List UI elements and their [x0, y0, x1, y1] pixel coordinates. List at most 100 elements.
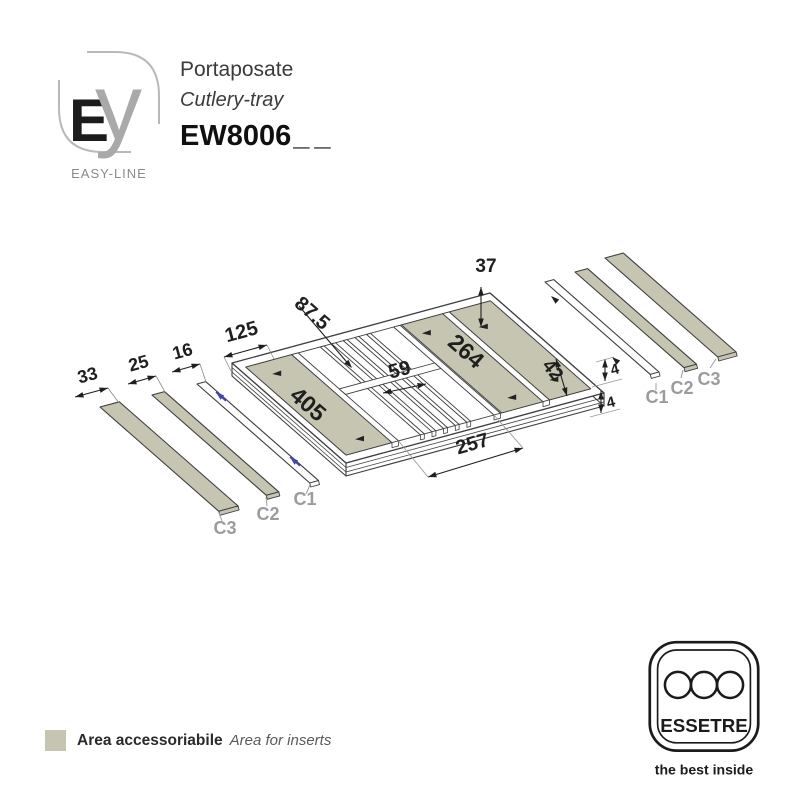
- legend: Area accessoriabile Area for inserts: [45, 730, 331, 751]
- grain-mark: [421, 329, 431, 336]
- insert-strip-c2-left: [151, 391, 280, 496]
- dim-label-c2_right: C2: [670, 378, 693, 398]
- grain-mark: [507, 394, 517, 400]
- essetre-inner-frame: [656, 649, 752, 744]
- logo-frame-arc-bottom-left: [58, 80, 131, 153]
- label-leader: [305, 484, 311, 495]
- divider-front-edge: [493, 412, 501, 421]
- dim-875-arrow: [344, 359, 352, 368]
- insert-strip-c2-left-edge: [265, 491, 281, 500]
- dim-label-d25: 25: [126, 351, 151, 376]
- dim-4a-arrow: [602, 372, 608, 381]
- ext-line: [266, 344, 275, 360]
- dim-42-arrow: [555, 359, 562, 368]
- divider-front-edge: [542, 399, 550, 408]
- grain-mark: [355, 435, 364, 442]
- insert-strip-c1-left-edge: [309, 480, 320, 488]
- title-block: Portaposate Cutlery-tray EW8006__: [180, 58, 336, 153]
- dim-257-arrow: [514, 447, 523, 454]
- label-leader: [709, 358, 717, 369]
- ext-line: [199, 363, 207, 383]
- logo-letter-y: y: [95, 54, 142, 159]
- legend-color-swatch: [45, 730, 66, 751]
- label-leader: [218, 512, 223, 522]
- leader-87-5: [298, 305, 352, 368]
- dim-label-d4b: 4: [605, 393, 618, 412]
- brand-name: EASY-LINE: [71, 166, 147, 181]
- insert-arrow-blue: [216, 392, 225, 400]
- dim-label-d4a: 4: [609, 360, 622, 379]
- dim-label-d125: 125: [222, 317, 260, 347]
- ext-line: [223, 356, 232, 372]
- logo-frame-arc-top-right: [87, 51, 160, 124]
- legend-label-en: Area for inserts: [229, 732, 332, 749]
- insert-strip-c1-right-edge: [649, 371, 661, 379]
- grain-mark: [549, 376, 559, 382]
- dim-25-arrow: [128, 379, 137, 385]
- grain-mark: [478, 323, 488, 330]
- ext-line: [589, 408, 621, 418]
- dim-label-d37: 37: [475, 256, 496, 277]
- dim-37-arrow: [478, 287, 484, 296]
- divider-front-edge: [454, 423, 460, 431]
- essetre-tagline: the best inside: [655, 762, 754, 778]
- dim-label-d59: 59: [386, 357, 413, 384]
- ext-line: [155, 375, 166, 393]
- divider-front-edge: [443, 427, 448, 435]
- dim-label-c2_left: C2: [256, 504, 279, 524]
- grain-mark: [272, 370, 282, 376]
- cross-divider: [338, 362, 442, 395]
- dim-59-arrow: [383, 388, 392, 394]
- dim-257-arrow: [428, 471, 437, 478]
- dim-label-c1_left: C1: [293, 489, 316, 509]
- dim-125-arrow: [224, 352, 233, 358]
- dim-37-arrow: [478, 318, 484, 327]
- strip-direction-arrow: [551, 296, 560, 304]
- model-code-text: EW8006: [180, 120, 292, 152]
- divider-front-edge: [431, 430, 437, 438]
- insert-strip-c3-left: [99, 401, 239, 512]
- label-leader: [265, 496, 268, 507]
- label-leader: [680, 369, 684, 379]
- dim-257: [427, 447, 524, 478]
- front-profile-line: [345, 397, 605, 468]
- dim-label-c1_right: C1: [645, 387, 668, 407]
- dim-4b-arrow: [598, 391, 604, 400]
- left-profile-line: [231, 367, 347, 468]
- insert-strip-c2-right-edge: [683, 363, 699, 373]
- dim-label-d16: 16: [170, 339, 195, 364]
- logo-letter-e: E: [69, 87, 109, 154]
- dim-label-d875: 87.5: [290, 292, 334, 334]
- dim-label-c3_left: C3: [213, 518, 236, 538]
- divider-front-edge: [466, 420, 472, 428]
- ext-line: [493, 414, 524, 449]
- essetre-outer-frame: [648, 640, 760, 752]
- dim-16-arrow: [172, 367, 181, 373]
- dim-33-arrow: [99, 387, 108, 393]
- divider-front-edge: [391, 440, 399, 449]
- model-code: EW8006__: [180, 120, 336, 153]
- front-profile-line: [345, 401, 605, 473]
- product-name-it: Portaposate: [180, 58, 294, 81]
- essetre-circle-3: [715, 670, 745, 700]
- model-code-suffix: __: [293, 120, 336, 152]
- ext-line: [107, 387, 120, 404]
- strip-direction-arrow: [612, 357, 621, 365]
- left-profile-line: [231, 371, 347, 473]
- dim-16-arrow: [191, 363, 200, 369]
- legend-label-it: Area accessoriabile: [77, 731, 223, 749]
- insert-strip-c3-right-edge: [717, 351, 738, 362]
- dim-33-arrow: [75, 392, 84, 398]
- essetre-name: ESSETRE: [660, 715, 748, 736]
- dim-125-arrow: [258, 344, 267, 350]
- easy-line-logo: E y: [58, 51, 160, 159]
- divider-front-edge: [419, 433, 425, 441]
- dim-59-arrow: [417, 383, 426, 389]
- product-name-en: Cutlery-tray: [180, 89, 284, 111]
- ext-line: [398, 440, 429, 478]
- dim-42-arrow: [561, 387, 568, 396]
- ext-line: [591, 378, 623, 388]
- dim-4b-arrow: [598, 404, 604, 413]
